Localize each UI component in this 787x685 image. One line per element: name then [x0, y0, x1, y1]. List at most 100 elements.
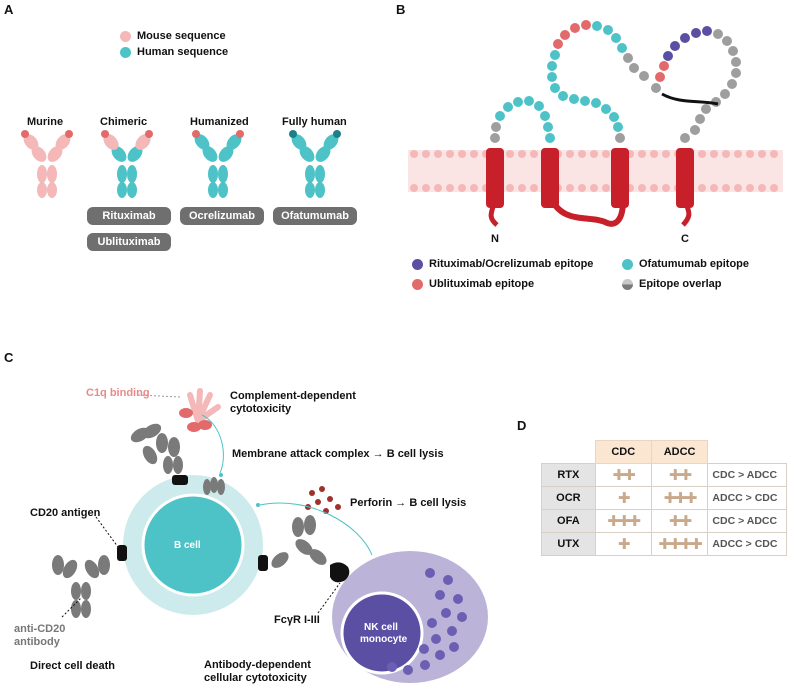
cdc-label-1: Complement-dependent — [230, 390, 356, 402]
ofatumumab-dot-icon — [622, 258, 633, 270]
humanized-antibody-icon — [191, 130, 245, 198]
direct-death-label: Direct cell death — [30, 660, 115, 672]
nk-granules — [387, 568, 467, 675]
type-humanized: Humanized — [190, 116, 249, 128]
cdc-cell: ✚ — [594, 486, 652, 510]
cdc-cell: ✚✚ — [594, 463, 652, 487]
c1q-label: C1q binding — [86, 387, 150, 399]
plus-icons: ✚✚ — [669, 467, 692, 484]
plus-icons: ✚✚✚ — [663, 490, 698, 507]
arrow-icon: → — [372, 448, 384, 460]
transmembrane-helices — [486, 148, 694, 208]
fcyr-label: FcγR I-III — [274, 614, 320, 626]
comparison: CDC > ADCC — [707, 509, 787, 533]
drug-ocrelizumab: Ocrelizumab — [180, 207, 264, 225]
drug-ofatumumab: Ofatumumab — [273, 207, 357, 225]
nk-label-1: NK cell — [364, 622, 398, 633]
adcc-label-1: Antibody-dependent — [204, 659, 311, 671]
row-name: UTX — [541, 532, 596, 556]
type-murine: Murine — [27, 116, 64, 128]
murine-antibody-icon — [20, 130, 74, 198]
human-dot-icon — [120, 46, 131, 58]
mouse-dot-icon — [120, 30, 131, 42]
table-row: RTX ✚✚ ✚✚ CDC > ADCC — [541, 463, 787, 487]
panel-d-label: D — [517, 418, 527, 433]
cdc-label-2: cytotoxicity — [230, 403, 292, 415]
row-name: OFA — [541, 509, 596, 533]
antibody-top — [130, 423, 183, 474]
c-terminus: C — [681, 233, 689, 245]
adcc-cell: ✚✚ — [650, 463, 709, 487]
legend-overlap: Epitope overlap — [622, 278, 722, 290]
mac-label: Membrane attack complex → B cell lysis — [232, 448, 444, 460]
cd20-topology-diagram — [408, 20, 783, 227]
antibody-label-2: antibody — [14, 636, 60, 648]
type-chimeric: Chimeric — [100, 116, 148, 128]
cdc-arrow — [201, 414, 224, 474]
row-name: RTX — [541, 463, 596, 487]
legend-overlap-label: Epitope overlap — [639, 278, 722, 290]
cd20-label: CD20 antigen — [30, 507, 101, 519]
plus-icons: ✚✚ — [612, 467, 636, 484]
legend-rituximab-label: Rituximab/Ocrelizumab epitope — [429, 258, 594, 270]
adcc-cell: ✚✚ — [650, 509, 709, 533]
legend-human: Human sequence — [120, 46, 228, 58]
small-loop-residues — [490, 96, 555, 143]
row-name: OCR — [541, 486, 596, 510]
antibody-right — [271, 515, 327, 568]
chimeric-antibody-icon — [100, 130, 154, 198]
legend-mouse: Mouse sequence — [120, 30, 226, 42]
perforin-text: Perforin — [350, 497, 393, 509]
bcell-nucleus — [141, 493, 245, 597]
fully-human-antibody-icon — [288, 130, 342, 198]
cd20-marks — [117, 475, 350, 583]
perforin-label: Perforin → B cell lysis — [350, 497, 466, 509]
panel-c-label: C — [4, 350, 14, 365]
plus-icons: ✚ — [617, 490, 631, 507]
rituximab-dot-icon — [412, 258, 423, 270]
adcc-cell: ✚✚✚✚ — [650, 532, 709, 556]
table-row: OCR ✚ ✚✚✚ ADCC > CDC — [541, 486, 787, 510]
comparison: CDC > ADCC — [707, 463, 787, 487]
header-cdc: CDC — [594, 440, 652, 464]
nk-label-2: monocyte — [360, 634, 408, 645]
mac-complex — [203, 477, 225, 495]
legend-human-label: Human sequence — [137, 46, 229, 58]
cdc-adcc-table: CDC ADCC RTX ✚✚ ✚✚ CDC > ADCC OCR ✚ ✚✚✚ … — [541, 440, 787, 556]
large-loop-residues — [547, 20, 741, 143]
mechanism-diagram — [52, 388, 488, 683]
antibody-types-graphic — [20, 130, 342, 198]
mac-text: Membrane attack complex — [232, 448, 370, 460]
adcc-cell: ✚✚✚ — [650, 486, 709, 510]
panel-b-label: B — [396, 2, 406, 17]
nk-nucleus — [340, 591, 424, 675]
membrane-bilayer — [408, 150, 783, 192]
disulfide-bond — [661, 92, 719, 106]
plus-icons: ✚✚ — [669, 513, 692, 530]
intracellular-loop — [547, 193, 626, 227]
antibody-label-1: anti-CD20 — [14, 623, 66, 635]
drug-rituximab: Rituximab — [87, 207, 171, 225]
comparison: ADCC > CDC — [707, 486, 787, 510]
panel-a-label: A — [4, 2, 14, 17]
legend-rituximab: Rituximab/Ocrelizumab epitope — [412, 258, 593, 270]
legend-ublituximab-label: Ublituximab epitope — [429, 278, 535, 290]
plus-icons: ✚ — [617, 536, 631, 553]
cdc-cell: ✚✚✚ — [594, 509, 652, 533]
adcc-label-2: cellular cytotoxicity — [204, 672, 307, 684]
cdc-cell: ✚ — [594, 532, 652, 556]
n-terminus: N — [491, 233, 499, 245]
comparison: ADCC > CDC — [707, 532, 787, 556]
overlap-dot-icon — [622, 278, 633, 290]
ublituximab-dot-icon — [412, 278, 423, 290]
legend-mouse-label: Mouse sequence — [137, 30, 226, 42]
arrow-icon: → — [395, 497, 407, 509]
perforin-result-text: B cell lysis — [409, 497, 467, 509]
plus-icons: ✚✚✚ — [607, 513, 641, 530]
table-header-row: CDC ADCC — [542, 440, 787, 464]
type-fully-human: Fully human — [282, 116, 347, 128]
legend-ofatumumab-label: Ofatumumab epitope — [639, 258, 750, 270]
mac-result-text: B cell lysis — [386, 448, 444, 460]
antibody-left — [52, 555, 110, 618]
plus-icons: ✚✚✚✚ — [658, 536, 702, 553]
